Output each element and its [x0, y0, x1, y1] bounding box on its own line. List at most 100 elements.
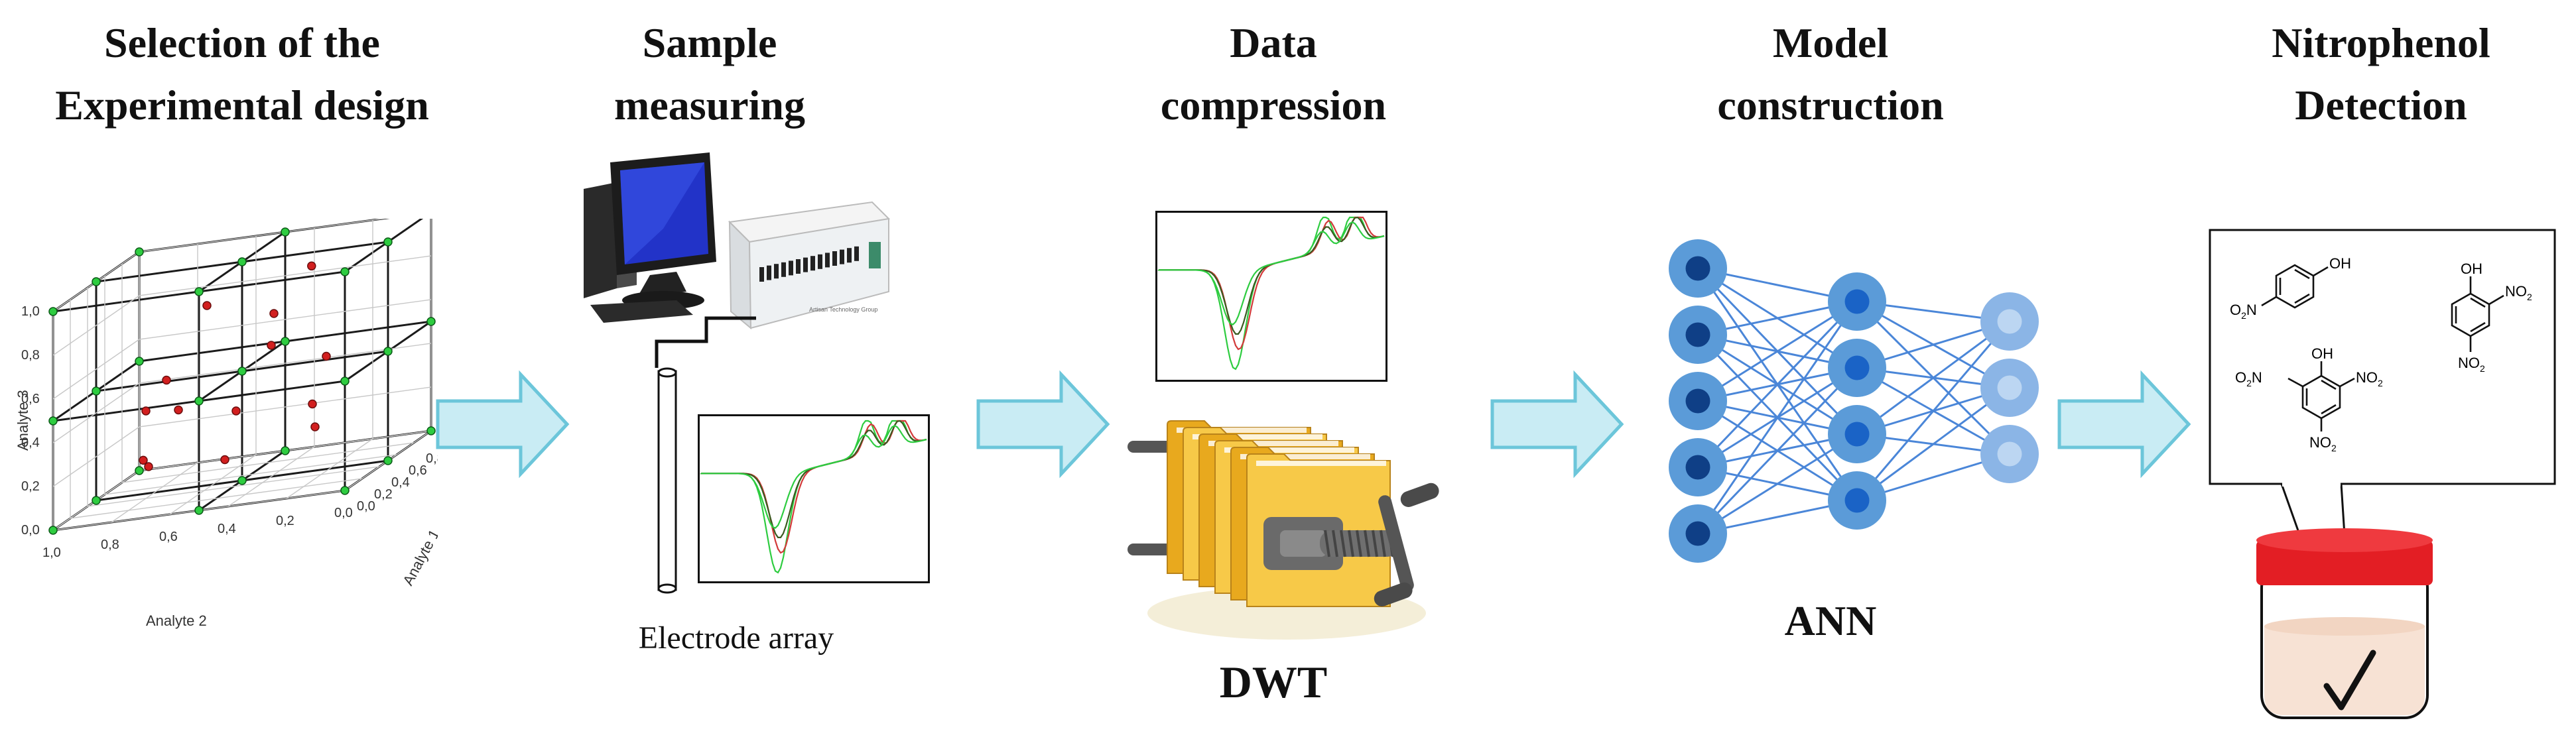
mol1-oh-label: OH [2329, 255, 2351, 272]
cube-minor-gridline [52, 295, 140, 356]
design-point-green [135, 466, 144, 475]
instrument-port [789, 260, 793, 276]
cube-minor-gridline [286, 438, 373, 499]
mol2-no2-para-label: NO2 [2458, 355, 2485, 374]
design-point-green [237, 367, 247, 376]
design-point-green [194, 287, 204, 296]
mol3-o2n-label: O2N [2235, 369, 2262, 388]
design-point-green [426, 317, 436, 326]
tick-label-analyte-2: 0,8 [101, 538, 119, 552]
screw-thread [1332, 530, 1338, 557]
cube-minor-gridline [70, 478, 363, 519]
design-point-green [48, 416, 58, 426]
cube-minor-gridline [52, 382, 140, 443]
folder-paper [1208, 441, 1338, 446]
cube-minor-gridline [227, 446, 315, 507]
instrument-port [832, 251, 837, 266]
design-point-green [237, 476, 247, 485]
flow-arrow-2 [976, 370, 1110, 479]
design-point-green [135, 247, 144, 257]
ann-neuron-core [1844, 289, 1870, 314]
design-point-green [383, 347, 393, 356]
ann-neuron-core [1997, 441, 2022, 467]
electrode-icon [657, 367, 677, 594]
tick-label-analyte-2: 1,0 [42, 545, 61, 560]
design-point-green [383, 456, 393, 465]
screw-thread [1324, 530, 1330, 557]
molecule-4-nitrophenol-icon [2261, 264, 2329, 309]
nitrophenol-detection-panel: OH O2N OH NO2 NO2 OH O2N NO2 NO2 [2209, 229, 2556, 719]
tick-label-analyte-3: 0,0 [21, 523, 40, 538]
design-point-green [92, 277, 101, 286]
design-point-red [141, 406, 151, 416]
cube-minor-gridline [139, 343, 432, 384]
design-point-green [194, 506, 204, 515]
design-point-green [48, 526, 58, 535]
mol3-no2-bottom-label: NO2 [2309, 434, 2337, 453]
folder-paper [1192, 434, 1322, 439]
design-point-red [202, 301, 212, 310]
instrument-port [847, 248, 852, 263]
design-point-green [426, 426, 436, 435]
design-point-red [269, 309, 279, 318]
screw-thread [1340, 530, 1346, 557]
mol3-no2-right-label: NO2 [2356, 369, 2383, 388]
neural-network-diagram [1669, 239, 2039, 563]
instrument-port [840, 249, 844, 264]
tick-label-analyte-1: 0,8 [426, 451, 438, 466]
cube-minor-gridline [139, 299, 432, 340]
folder-paper [1256, 461, 1386, 466]
mol3-oh-label: OH [2311, 345, 2333, 362]
sample-jar-icon [2256, 528, 2433, 719]
ann-connection [1697, 301, 1858, 534]
instrument-port [781, 262, 786, 277]
flow-arrow-4 [2057, 370, 2191, 479]
computer-workstation-icon: Artisan Technology Group [584, 152, 891, 368]
instrument-port [803, 257, 808, 272]
instrument-brand-label: Artisan Technology Group [809, 306, 877, 313]
instrument-port [825, 253, 830, 268]
mol2-oh-label: OH [2461, 260, 2482, 277]
instrument-port [767, 265, 771, 280]
design-point-green [237, 257, 247, 266]
axis-label-analyte-3: Analyte 3 [15, 390, 31, 451]
design-point-green [340, 267, 350, 276]
ann-neuron-core [1844, 422, 1870, 447]
design-point-green [281, 446, 290, 455]
stage-title-detection: Nitrophenol Detection [2272, 19, 2490, 129]
stage-title-design: Selection of the Experimental design [55, 19, 429, 129]
cube-minor-gridline [52, 339, 140, 400]
tick-label-analyte-2: 0,4 [218, 522, 236, 536]
tick-label-analyte-3: 0,8 [21, 348, 40, 363]
design-point-green [48, 307, 58, 316]
ann-neuron-core [1685, 322, 1710, 347]
stage-title-compression: Data compression [1160, 19, 1387, 129]
molecule-2-4-dinitrophenol-icon [2451, 276, 2504, 352]
cube-minor-gridline [111, 462, 198, 523]
mol1-o2n-label: O2N [2230, 302, 2257, 321]
cube-minor-gridline [52, 426, 140, 487]
screw-thread [1364, 530, 1370, 557]
axis-label-analyte-1: Analyte 1 [399, 527, 438, 589]
design-point-red [144, 462, 153, 471]
design-point-green [194, 396, 204, 406]
ann-neuron-core [1997, 309, 2022, 334]
screw-thread [1356, 530, 1362, 557]
cube-minor-gridline [139, 386, 432, 428]
design-point-green [340, 486, 350, 495]
instrument-port [818, 254, 822, 269]
folder-clamp-compression-icon [1127, 420, 1439, 640]
electrode-array-caption: Electrode array [638, 620, 834, 656]
flow-arrow-1 [436, 370, 570, 479]
instrument-port [854, 246, 859, 261]
ann-neuron-core [1997, 375, 2022, 400]
tick-label-analyte-1: 0,4 [391, 475, 410, 490]
tick-label-analyte-3: 0,2 [21, 479, 40, 494]
design-point-red [322, 351, 331, 361]
ann-neuron-core [1685, 256, 1710, 281]
ann-neuron-core [1685, 455, 1710, 480]
instrument-port [759, 267, 764, 282]
tick-label-analyte-3: 1,0 [21, 304, 40, 319]
ann-caption: ANN [1784, 597, 1877, 644]
design-point-green [281, 227, 290, 237]
